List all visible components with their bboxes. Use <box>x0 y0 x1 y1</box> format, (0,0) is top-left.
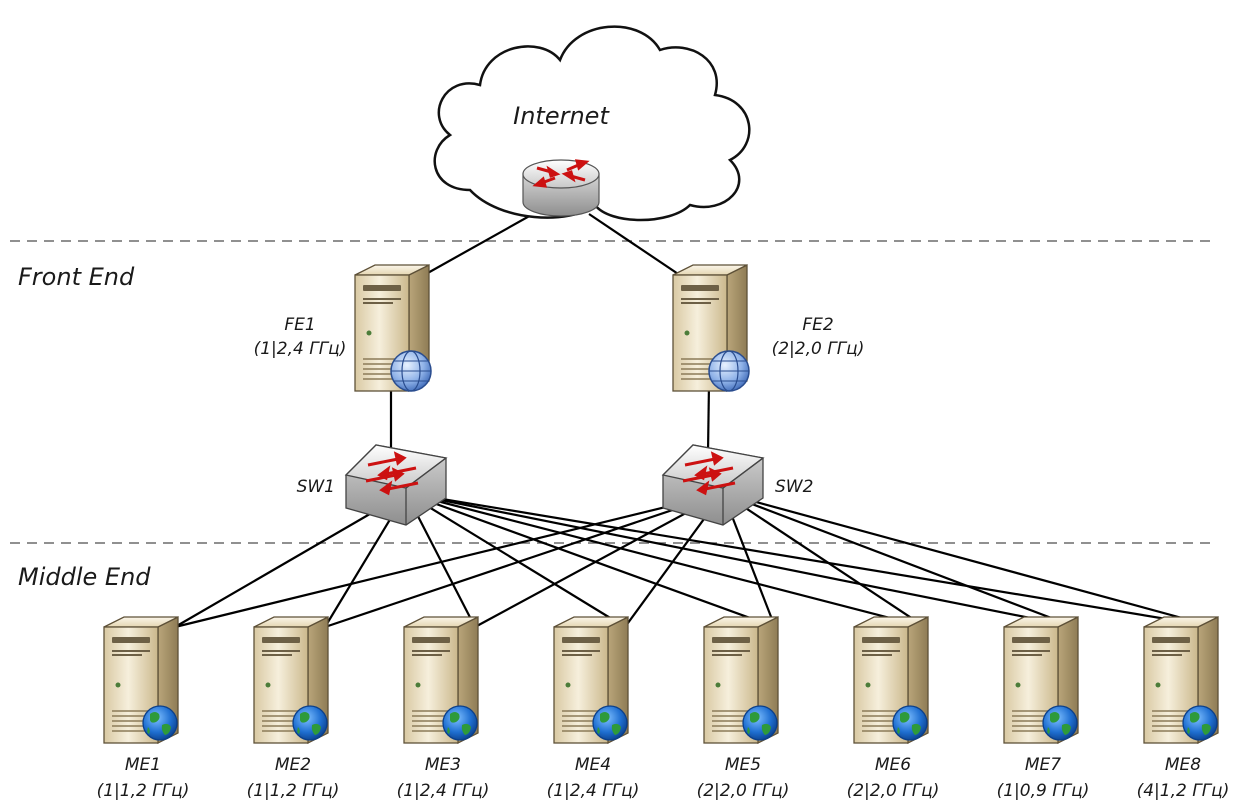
node-spec-me2: (1|1,2 ГГц) <box>247 781 340 801</box>
server-globe-icon <box>1143 615 1219 745</box>
node-name-me3: ME3 <box>425 755 461 775</box>
node-sw1 <box>344 444 448 526</box>
link-sw1-me7 <box>405 491 1076 629</box>
web-server-icon <box>672 263 750 393</box>
node-sw2 <box>661 444 765 526</box>
router-icon <box>522 159 600 217</box>
link-sw1-me1 <box>174 492 407 628</box>
link-sw1-me8 <box>405 491 1216 629</box>
node-name-me7: ME7 <box>1025 755 1061 775</box>
link-sw2-me1 <box>174 491 724 629</box>
server-globe-icon <box>103 615 179 745</box>
node-name-me6: ME6 <box>875 755 911 775</box>
node-me3 <box>403 615 479 745</box>
switch-icon <box>661 444 765 526</box>
node-name-fe2: FE2 <box>802 315 833 335</box>
node-me6 <box>853 615 929 745</box>
link-fe2-sw2 <box>706 382 711 454</box>
node-me7 <box>1003 615 1079 745</box>
front-end-servers: FE1 (1|2,4 ГГц) FE2 (2|2,0 ГГц) <box>254 263 865 393</box>
link-sw1-me6 <box>405 491 926 629</box>
cloud-label: Internet <box>513 102 610 130</box>
server-globe-icon <box>703 615 779 745</box>
server-globe-icon <box>253 615 329 745</box>
node-name-me5: ME5 <box>725 755 761 775</box>
node-fe1 <box>354 263 432 393</box>
node-fe2 <box>672 263 750 393</box>
node-spec-me3: (1|2,4 ГГц) <box>397 781 490 801</box>
node-spec-me4: (1|2,4 ГГц) <box>547 781 640 801</box>
node-spec-me5: (2|2,0 ГГц) <box>697 781 790 801</box>
zone-label-middle-end: Middle End <box>18 563 151 591</box>
node-me5 <box>703 615 779 745</box>
server-globe-icon <box>853 615 929 745</box>
node-name-fe1: FE1 <box>284 315 315 335</box>
node-me2 <box>253 615 329 745</box>
link-sw1-me5 <box>405 491 776 629</box>
link-sw2-me2 <box>324 491 724 629</box>
node-me1 <box>103 615 179 745</box>
node-me4 <box>553 615 629 745</box>
middle-end-servers: ME1 (1|1,2 ГГц) ME2 (1|1,2 ГГц) ME3 (1|2,4 ГГ… <box>97 615 1230 801</box>
node-spec-me7: (1|0,9 ГГц) <box>997 781 1090 801</box>
cloud-icon <box>433 25 751 222</box>
node-spec-me8: (4|1,2 ГГц) <box>1137 781 1230 801</box>
node-name-sw1: SW1 <box>297 477 335 497</box>
node-name-sw2: SW2 <box>775 477 813 497</box>
link-sw1-me4 <box>405 492 626 628</box>
switch-icon <box>344 444 448 526</box>
node-spec-fe1: (1|2,4 ГГц) <box>254 339 347 359</box>
link-sw2-me3 <box>474 492 724 628</box>
link-sw2-me6 <box>722 492 926 628</box>
internet-router <box>522 159 600 217</box>
node-name-me2: ME2 <box>275 755 311 775</box>
node-me8 <box>1143 615 1219 745</box>
web-server-icon <box>354 263 432 393</box>
node-name-me4: ME4 <box>575 755 611 775</box>
server-globe-icon <box>553 615 629 745</box>
node-spec-me6: (2|2,0 ГГц) <box>847 781 940 801</box>
switches: SW1 SW2 <box>297 444 813 526</box>
internet-cloud: Internet <box>433 25 751 222</box>
node-name-me8: ME8 <box>1165 755 1201 775</box>
link-sw2-me8 <box>722 491 1216 629</box>
link-sw2-me7 <box>722 491 1076 629</box>
zone-label-front-end: Front End <box>18 263 135 291</box>
server-globe-icon <box>403 615 479 745</box>
node-spec-me1: (1|1,2 ГГц) <box>97 781 190 801</box>
node-spec-fe2: (2|2,0 ГГц) <box>772 339 865 359</box>
node-name-me1: ME1 <box>125 755 161 775</box>
server-globe-icon <box>1003 615 1079 745</box>
